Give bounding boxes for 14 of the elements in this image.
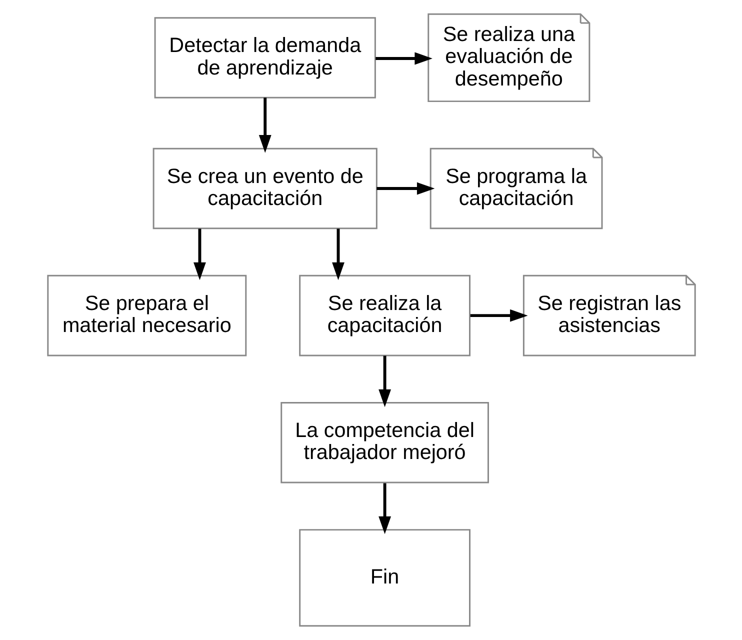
arrow <box>375 52 432 65</box>
arrow <box>193 228 206 280</box>
node-box: La competencia del trabajador mejoró <box>280 402 488 484</box>
node-box: Se realiza la capacitación <box>298 274 470 356</box>
node-box: Se prepara el material necesario <box>46 274 246 356</box>
node-box: Fin <box>298 529 470 627</box>
arrow <box>378 483 391 534</box>
arrow <box>258 98 271 153</box>
node-box: Detectar la demanda de aprendizaje <box>154 17 376 98</box>
arrow <box>332 228 344 280</box>
node-box: Se crea un evento de capacitación <box>152 148 377 230</box>
arrow <box>378 356 391 408</box>
arrow <box>376 182 434 195</box>
arrow <box>470 309 528 322</box>
